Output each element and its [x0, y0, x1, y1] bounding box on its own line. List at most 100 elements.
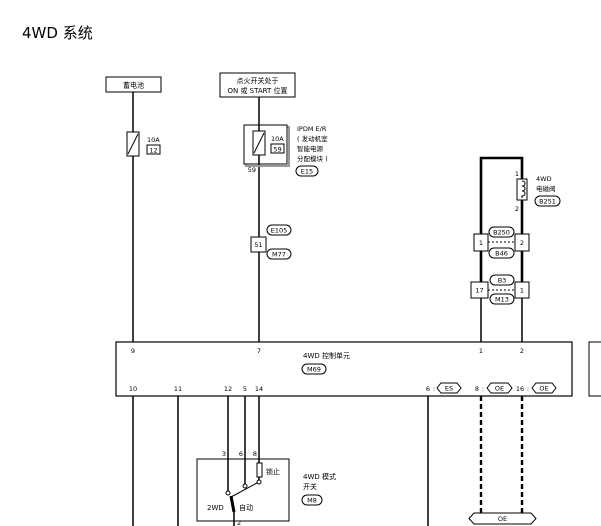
pin-separator: :	[527, 385, 529, 393]
pin-separator: :	[482, 385, 484, 393]
switch-blade	[230, 482, 258, 498]
connector-code-b251: B251	[539, 198, 556, 206]
connector-code-badge	[489, 293, 515, 305]
connector-code-e15: E15	[301, 168, 313, 176]
control-unit-pin-1: 1	[479, 347, 483, 355]
solenoid-box	[516, 178, 528, 201]
connector-code-m69: M69	[307, 366, 321, 374]
connector-code-badge	[534, 195, 561, 207]
control-unit-pin-11: 11	[174, 385, 182, 393]
shield-code-oe: OE	[539, 385, 548, 393]
ipdm-fuse-number: 59	[273, 145, 281, 153]
solenoid-pin-bottom: 2	[515, 205, 519, 213]
control-unit-pin-5: 5	[243, 385, 247, 393]
shield-code-oe: OE	[495, 385, 504, 393]
connector-code-b46: B46	[495, 250, 508, 258]
switch-name-line1: 4WD 模式	[303, 472, 336, 481]
connector-pin-51: 51	[254, 241, 262, 249]
harness-connector-b3: 17 1 B3 M13	[470, 274, 530, 305]
ignition-label-line1: 点火开关处于	[237, 76, 279, 85]
control-unit-pin-2: 2	[520, 347, 524, 355]
switch-pin-6: 6	[239, 450, 243, 458]
fuse-number: 12	[149, 146, 157, 154]
connector-code-b250: B250	[493, 229, 510, 237]
connector-pin-box	[250, 236, 267, 253]
fuse-number-box	[146, 144, 161, 155]
harness-connector-e105: 51 E105 M77	[250, 224, 292, 260]
wires	[132, 92, 524, 526]
connector-code-badge	[266, 224, 292, 236]
ipdm-name-line1: IPDM E/R	[297, 125, 327, 133]
switch-lock-label: 锁止	[266, 467, 280, 476]
switch-auto-label: 自动	[239, 503, 253, 512]
connector-pin-left: 17	[475, 287, 483, 295]
ignition-label-line2: ON 或 START 位置	[227, 86, 287, 95]
shield-code-es: ES	[445, 385, 453, 393]
fuse-element	[127, 133, 139, 155]
ipdm-module: 10A 59 59 IPDM E/R ( 发动机室 智能电源 分配模块 ) E1…	[243, 124, 328, 177]
fuse-amperage: 10A	[147, 136, 160, 144]
control-unit-pin-7: 7	[257, 347, 261, 355]
adjacent-module-edge	[588, 341, 601, 397]
connector-code-badge	[295, 165, 319, 177]
control-unit-pin-6: 6	[426, 385, 430, 393]
connector-code-badge	[488, 226, 515, 238]
solenoid-name-line1: 4WD	[536, 175, 552, 183]
ignition-switch-source: 点火开关处于 ON 或 START 位置	[219, 72, 296, 98]
connector-pin-box	[514, 233, 530, 252]
contact-point-icon	[256, 479, 262, 485]
connector-code-badge	[488, 247, 515, 259]
4wd-control-unit: 9 7 1 2 4WD 控制单元 M69 10 11 12 5 14 6 : E…	[115, 341, 573, 397]
4wd-mode-switch: 3 6 8 锁止 2WD 自动 2 4WD 模式 开关 M8	[196, 450, 336, 526]
solenoid-coil-icon	[521, 180, 526, 198]
connector-pin-box	[514, 281, 530, 299]
ignition-box	[219, 72, 296, 98]
switch-box	[196, 458, 290, 522]
solenoid-name-line2: 电磁阀	[536, 184, 556, 193]
connector-code-badge	[489, 274, 515, 286]
ipdm-fuse-element	[253, 132, 265, 154]
shield-code-badge	[486, 382, 513, 394]
solenoid-pin-top: 1	[515, 170, 519, 178]
page-title: 4WD 系统	[22, 24, 93, 42]
switch-2wd-label: 2WD	[207, 504, 224, 512]
harness-connector-b250: 1 2 B250 B46	[473, 226, 530, 259]
connector-code-b3: B3	[498, 277, 507, 285]
contact-point-icon	[225, 490, 231, 496]
battery-label: 蓄电池	[123, 81, 144, 90]
control-unit-pin-12: 12	[224, 385, 232, 393]
connector-code-m13: M13	[495, 296, 509, 304]
connector-pin-right: 2	[520, 239, 524, 247]
pin-separator: :	[433, 385, 435, 393]
switch-pin-3: 3	[222, 450, 226, 458]
ipdm-name-line4: 分配模块 )	[297, 154, 328, 163]
shield-code-badge	[531, 382, 557, 394]
connector-code-badge	[301, 494, 323, 506]
wire-solenoid-loop	[479, 156, 524, 234]
shield-ground-oe: OE	[468, 512, 537, 525]
control-unit-pin-9: 9	[131, 347, 135, 355]
switch-lever-icon	[229, 495, 236, 513]
control-unit-name: 4WD 控制单元	[303, 351, 350, 360]
control-unit-pin-14: 14	[255, 385, 263, 393]
control-unit-pin-8: 8	[475, 385, 479, 393]
control-unit-pin-16: 16	[516, 385, 524, 393]
connector-code-e105: E105	[271, 227, 288, 235]
switch-pin-bottom: 2	[237, 519, 241, 526]
ipdm-name-line3: 智能电源	[297, 144, 324, 153]
battery-source: 蓄电池	[105, 76, 162, 93]
contact-point-icon	[242, 483, 248, 489]
connector-code-m77: M77	[272, 251, 286, 259]
4wd-solenoid: 1 2 4WD 电磁阀 B251	[515, 170, 561, 213]
shield-code-badge	[436, 382, 462, 394]
ipdm-pin: 59	[248, 166, 256, 174]
switch-name-line2: 开关	[303, 482, 317, 491]
lock-contact-icon	[256, 462, 263, 478]
switch-pin-8: 8	[253, 450, 257, 458]
battery-box	[105, 76, 162, 93]
control-unit-pin-10: 10	[129, 385, 137, 393]
ipdm-fuse-amperage: 10A	[271, 135, 284, 143]
ipdm-name-line2: ( 发动机室	[297, 134, 328, 143]
ipdm-fuse-number-box	[270, 143, 285, 154]
